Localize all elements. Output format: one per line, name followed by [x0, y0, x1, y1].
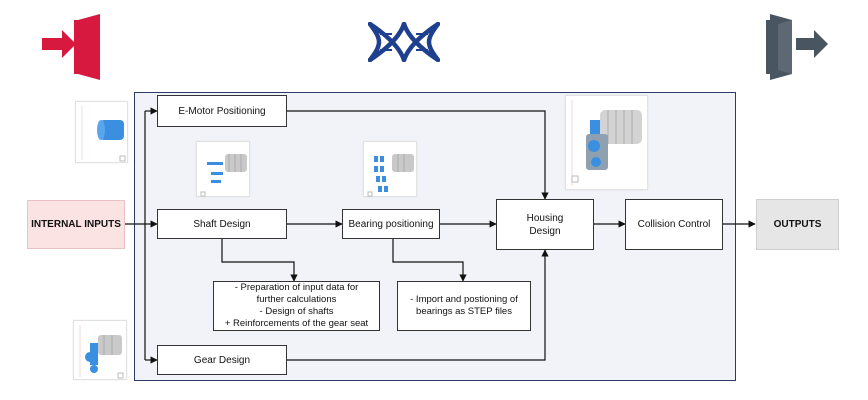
shaft-design-label: Shaft Design [193, 218, 251, 230]
bearing-positioning-node: Bearing positioning [342, 209, 440, 239]
shaft-design-note: - Preparation of input data for further … [213, 281, 380, 331]
emotor-positioning-node: E-Motor Positioning [157, 95, 287, 127]
exit-door-icon [766, 14, 828, 80]
gear-design-label: Gear Design [193, 354, 251, 366]
emotor-positioning-label: E-Motor Positioning [178, 105, 266, 117]
internal-inputs-label: INTERNAL INPUTS [31, 219, 121, 230]
collision-control-label: Collision Control [637, 219, 711, 230]
enter-door-icon [42, 14, 100, 80]
bearing-note-line: - Import and postioning of [410, 294, 518, 305]
housing-design-label: Housing Design [526, 212, 564, 237]
housing-preview-thumbnail [565, 95, 648, 190]
bearing-preview-thumbnail [363, 141, 417, 197]
outputs-box: OUTPUTS [756, 199, 839, 250]
shaft-note-line: + Reinforcements of the gear seat [224, 318, 369, 329]
shaft-note-line: further calculations [256, 294, 337, 305]
housing-design-node: Housing Design [496, 199, 594, 250]
collision-control-node: Collision Control [625, 199, 723, 250]
internal-inputs-box: INTERNAL INPUTS [27, 200, 125, 249]
shaft-note-line: - Preparation of input data for [234, 282, 359, 293]
bearing-note-line: bearings as STEP files [416, 306, 512, 317]
bearing-positioning-note: - Import and postioning of bearings as S… [397, 281, 531, 331]
emotor-preview-thumbnail [75, 101, 128, 163]
dna-icon [368, 22, 440, 62]
gear-design-node: Gear Design [157, 345, 287, 375]
shaft-note-line: - Design of shafts [259, 306, 334, 317]
outputs-label: OUTPUTS [773, 219, 822, 230]
shaft-preview-thumbnail [196, 141, 250, 197]
bearing-positioning-label: Bearing positioning [348, 218, 434, 230]
gear-preview-thumbnail [73, 320, 127, 380]
shaft-design-node: Shaft Design [157, 209, 287, 239]
